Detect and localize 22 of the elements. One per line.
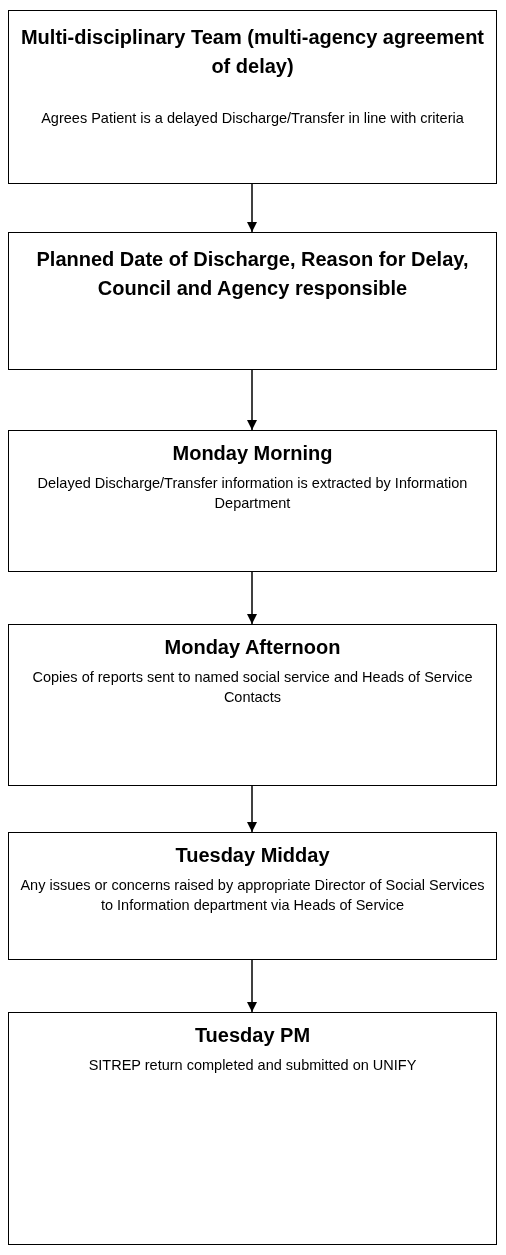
process-box xyxy=(8,1012,497,1245)
step-heading: Tuesday PM xyxy=(193,1023,312,1048)
step-description: Delayed Discharge/Transfer information is extracted by Information Department xyxy=(36,474,469,513)
step-heading: Multi-disciplinary Team (multi-agency agreement of delay) xyxy=(19,25,486,79)
process-box xyxy=(8,232,497,370)
process-box xyxy=(8,430,497,572)
step-heading: Planned Date of Discharge, Reason for Delay, Council and Agency responsible xyxy=(35,247,470,301)
arrow xyxy=(247,959,257,1013)
arrow xyxy=(247,785,257,833)
step-heading: Monday Morning xyxy=(171,441,334,466)
arrow xyxy=(247,369,257,431)
step-description: Any issues or concerns raised by appropriate Director of Social Services to Information department via Heads of Service xyxy=(19,876,486,915)
step-description: Copies of reports sent to named social service and Heads of Service Contacts xyxy=(31,668,474,707)
process-box xyxy=(8,624,497,786)
arrow xyxy=(247,183,257,233)
step-heading: Monday Afternoon xyxy=(163,635,342,660)
process-box xyxy=(8,832,497,960)
step-description: Agrees Patient is a delayed Discharge/Transfer in line with criteria xyxy=(40,109,465,128)
step-description: SITREP return completed and submitted on UNIFY xyxy=(87,1056,418,1075)
process-box xyxy=(8,10,497,184)
arrow xyxy=(247,571,257,625)
step-heading: Tuesday Midday xyxy=(174,843,331,868)
